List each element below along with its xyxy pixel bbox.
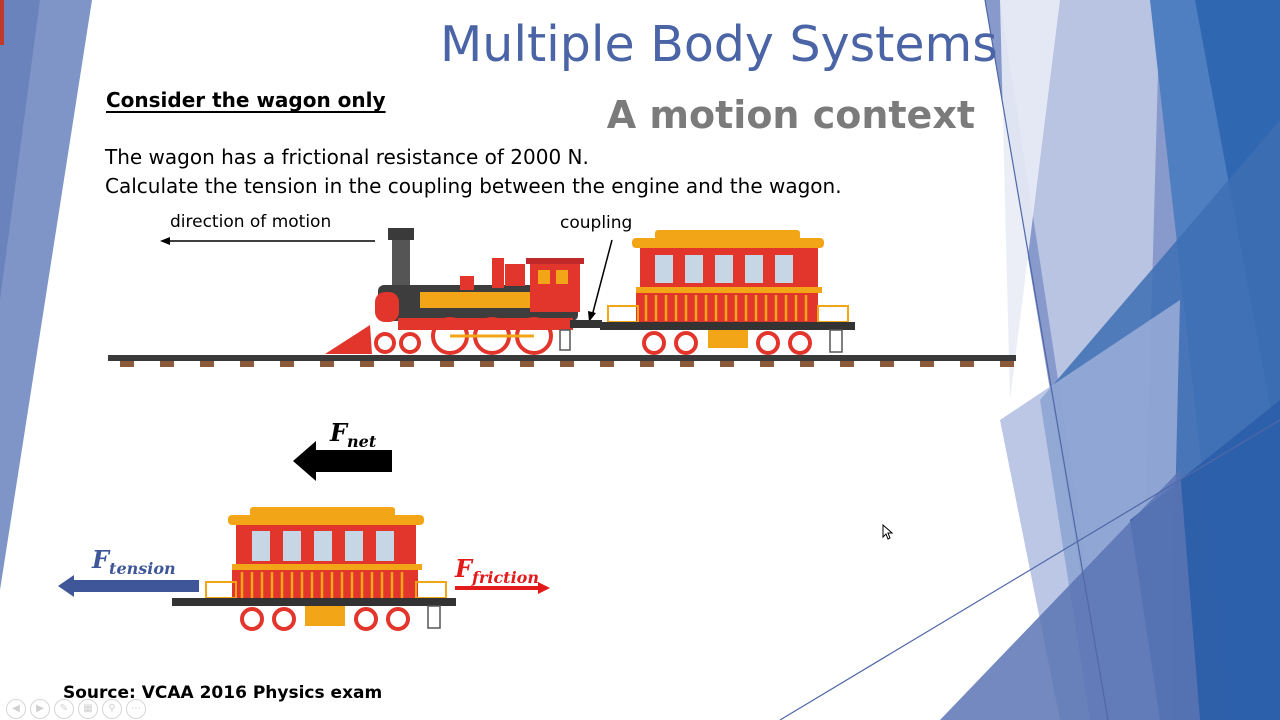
more-icon[interactable]: ⋯ bbox=[126, 699, 146, 719]
coupling-label: coupling bbox=[560, 213, 633, 233]
coupling-pointer bbox=[588, 239, 613, 322]
slide-edge-marker bbox=[0, 0, 4, 45]
next-icon[interactable]: ▶ bbox=[30, 699, 50, 719]
tension-force-label: Ftension bbox=[92, 545, 176, 578]
tension-force-arrow bbox=[58, 575, 199, 597]
free-body-wagon bbox=[172, 507, 456, 631]
rail-track bbox=[108, 355, 1016, 367]
direction-arrow bbox=[160, 237, 375, 245]
source-citation: Source: VCAA 2016 Physics exam bbox=[63, 683, 383, 703]
slide-subtitle: A motion context bbox=[606, 93, 975, 137]
mouse-cursor-icon bbox=[882, 524, 894, 540]
steam-engine bbox=[325, 228, 602, 355]
question-line-2: Calculate the tension in the coupling be… bbox=[105, 174, 842, 198]
question-line-1: The wagon has a frictional resistance of… bbox=[105, 145, 589, 169]
top-wagon bbox=[600, 230, 855, 355]
slideshow-toolbar: ◀ ▶ ✎ ▦ ⚲ ⋯ bbox=[6, 699, 146, 719]
prev-icon[interactable]: ◀ bbox=[6, 699, 26, 719]
net-force-label: Fnet bbox=[330, 418, 377, 451]
friction-force-label: Ffriction bbox=[455, 554, 539, 587]
zoom-icon[interactable]: ⚲ bbox=[102, 699, 122, 719]
slide-title: Multiple Body Systems bbox=[440, 16, 998, 73]
pen-icon[interactable]: ✎ bbox=[54, 699, 74, 719]
section-heading: Consider the wagon only bbox=[106, 88, 386, 112]
direction-label: direction of motion bbox=[170, 212, 332, 232]
slides-icon[interactable]: ▦ bbox=[78, 699, 98, 719]
net-force-arrow bbox=[293, 441, 392, 481]
friction-force-arrow bbox=[455, 582, 550, 594]
